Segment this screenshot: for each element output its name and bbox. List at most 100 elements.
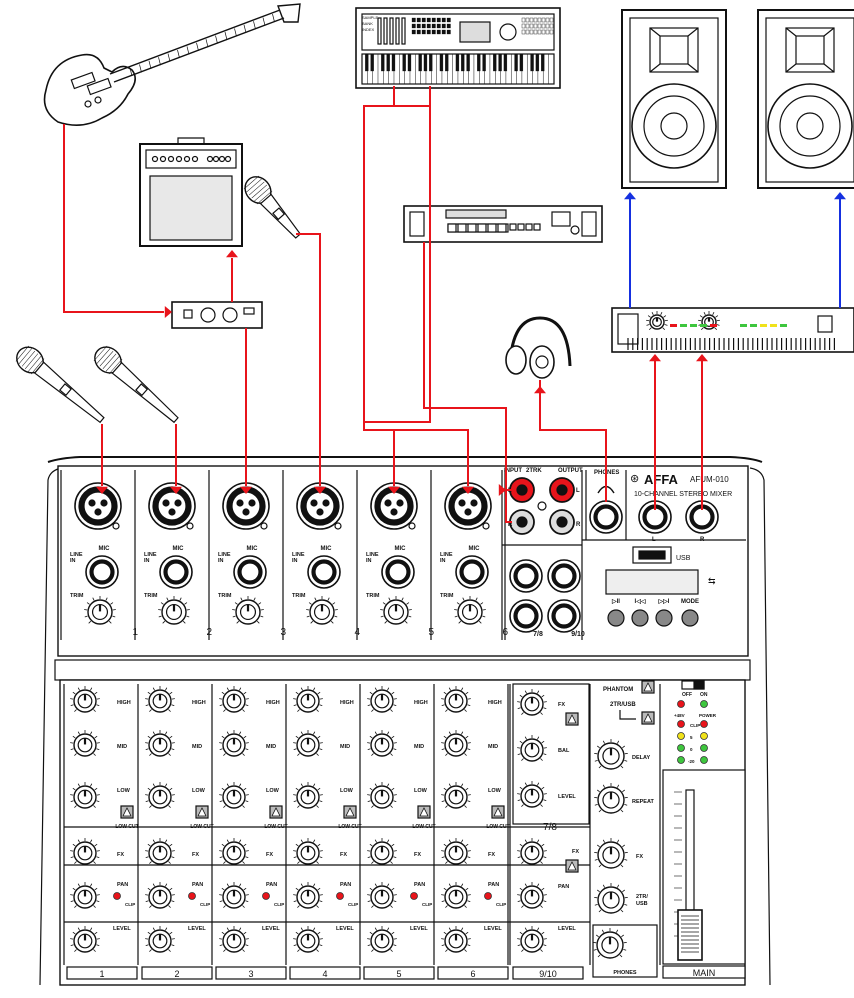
amp-knob [214,157,219,162]
trim-label: TRIM [440,593,454,599]
button [550,30,553,34]
switch-button [344,806,356,818]
meter-led [780,324,787,327]
button [550,24,553,28]
line-in-label: IN [440,558,446,564]
line-in-label: IN [366,558,372,564]
transport-button [656,610,672,626]
fx-label: FX [572,849,579,855]
meter-led [701,721,708,728]
cd-button [510,224,516,230]
fret [149,61,151,69]
cd-button [488,224,496,232]
pin [471,500,477,506]
line-in-label: IN [292,558,298,564]
fx-label: FX [117,852,124,858]
panel-text: SAMPLE [362,15,379,20]
power-label: POWER [699,713,717,718]
main-label: MAIN [693,968,716,978]
channel-label: 9/10 [539,969,557,979]
button [546,24,549,28]
low-cut-label: LOW CUT [338,824,361,830]
arrow-head [165,306,172,318]
channel-label: 4 [322,969,327,979]
jack-face [380,492,408,520]
jack-hole [167,563,185,581]
black-key [419,54,422,71]
cd-button [518,224,524,230]
amp-grille [150,176,232,240]
cd-button [498,224,506,232]
meter-led [700,324,707,327]
low-cut-label: LOW CUT [264,824,287,830]
line-in-label: IN [70,558,76,564]
mic-body-group [90,342,184,429]
quarter-inch-jack [456,556,488,588]
level-label: LEVEL [410,926,428,932]
fx-label: FX [192,852,199,858]
pan-label: PAN [340,882,351,888]
pan-label: PAN [117,882,128,888]
horn-inner [660,36,688,64]
line-in-label: IN [144,558,150,564]
fx-label: FX [340,852,347,858]
usb-slot [639,551,665,559]
channel-label: 2 [174,969,179,979]
pad [442,18,446,22]
level-label: LEVEL [262,926,280,932]
phantom-led [678,701,685,708]
transport-label: ▷II [611,598,620,605]
button [526,24,529,28]
fret [159,57,161,65]
fret [187,46,189,54]
bal-label: BAL [558,748,570,754]
repeat-label: REPEAT [632,799,655,805]
cd-knob [571,226,579,234]
main-r-label: R [700,537,705,543]
switch-button [270,806,282,818]
screen [460,22,490,42]
pin [89,500,95,506]
l-label: L [576,488,580,494]
black-key [424,54,427,71]
button [530,24,533,28]
dust-cap [797,113,823,139]
power-amplifier-icon [612,308,854,352]
rca-pin [557,517,567,527]
rca-pin [557,485,567,495]
channel-label: 1 [99,969,104,979]
knob [85,101,91,107]
channel-number: 5 [428,627,434,638]
black-key [392,54,395,71]
pin [317,509,323,515]
fx-label: FX [266,852,273,858]
stereo-label-910: 9/10 [571,631,585,638]
jack-hole [646,508,664,526]
button [534,18,537,22]
fader-area [663,770,745,964]
meter-led [701,745,708,752]
pad [422,18,426,22]
button [522,18,525,22]
meter-led [690,324,697,327]
meter-led [770,324,777,327]
black-key [483,54,486,71]
amp-knob [153,157,158,162]
switch-button [418,806,430,818]
stereo-label-78: 7/8 [533,631,543,638]
pad [442,24,446,28]
low-cut-label: LOW CUT [190,824,213,830]
pan-label: PAN [488,882,499,888]
fret [197,43,199,51]
amp-knob [208,157,213,162]
pad [447,18,451,22]
electric-guitar-icon [45,4,301,125]
jack-hole [517,567,535,585]
switch-button [196,806,208,818]
pin [391,509,397,515]
pin [163,500,169,506]
fret [273,14,275,22]
level-label: LEVEL [336,926,354,932]
black-key [408,54,411,71]
